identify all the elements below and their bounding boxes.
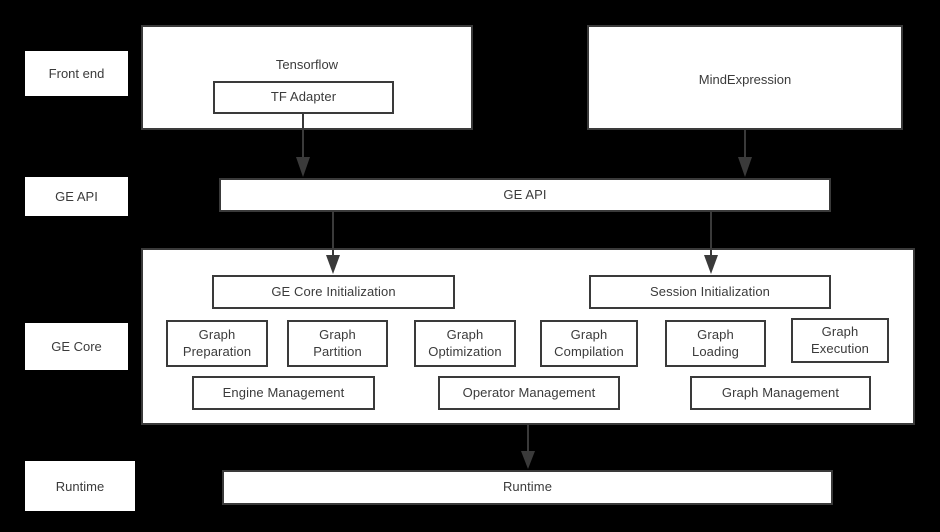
layer-label-ge-api-text: GE API xyxy=(55,189,98,204)
engine-management-box[interactable]: Engine Management xyxy=(192,376,375,410)
session-initialization-box[interactable]: Session Initialization xyxy=(589,275,831,309)
layer-label-ge-api: GE API xyxy=(25,177,128,216)
connector-ge-core-to-runtime xyxy=(521,425,535,469)
operator-management-box[interactable]: Operator Management xyxy=(438,376,620,410)
tf-adapter-label: TF Adapter xyxy=(270,89,337,105)
connector-ge-api-to-ge-core-init xyxy=(326,212,340,274)
layer-label-front-end-text: Front end xyxy=(48,66,105,81)
layer-label-runtime-text: Runtime xyxy=(55,478,105,494)
module-graph-compilation[interactable]: Graph Compilation xyxy=(540,320,638,367)
module-graph-optimization-line1: Graph xyxy=(446,327,484,343)
ge-api-bar-label: GE API xyxy=(503,186,547,202)
ge-core-initialization-box[interactable]: GE Core Initialization xyxy=(212,275,455,309)
layer-label-ge-core-text: GE Core xyxy=(51,339,102,354)
module-graph-optimization[interactable]: Graph Optimization xyxy=(414,320,516,367)
module-graph-preparation-line1: Graph xyxy=(198,327,236,343)
graph-management-box[interactable]: Graph Management xyxy=(690,376,871,410)
tf-adapter-box[interactable]: TF Adapter xyxy=(213,81,394,114)
module-graph-compilation-line2: Compilation xyxy=(554,343,624,359)
module-graph-compilation-line1: Graph xyxy=(570,327,608,343)
module-graph-execution-line2: Execution xyxy=(811,340,869,356)
connector-mindexpression-to-ge-api xyxy=(738,130,752,177)
layer-label-ge-core: GE Core xyxy=(25,323,128,370)
module-graph-partition[interactable]: Graph Partition xyxy=(287,320,388,367)
module-graph-loading-line2: Loading xyxy=(692,343,739,359)
module-graph-preparation[interactable]: Graph Preparation xyxy=(166,320,268,367)
ge-api-bar[interactable]: GE API xyxy=(219,178,831,212)
module-graph-execution-line1: Graph xyxy=(821,324,859,340)
module-graph-partition-line2: Partition xyxy=(313,343,362,359)
module-graph-optimization-line2: Optimization xyxy=(428,343,502,359)
module-graph-execution[interactable]: Graph Execution xyxy=(791,318,889,363)
engine-management-label: Engine Management xyxy=(222,384,345,400)
connector-ge-api-to-session-init xyxy=(704,212,718,274)
module-graph-loading[interactable]: Graph Loading xyxy=(665,320,766,367)
module-graph-preparation-line2: Preparation xyxy=(182,343,252,359)
operator-management-label: Operator Management xyxy=(462,384,596,400)
mindexpression-group: MindExpression xyxy=(587,25,903,130)
graph-management-label: Graph Management xyxy=(721,384,840,400)
module-graph-partition-line1: Graph xyxy=(319,327,356,343)
tensorflow-group-title: Tensorflow xyxy=(275,57,339,72)
connector-tf-adapter-to-ge-api xyxy=(296,114,310,177)
layer-label-runtime: Runtime xyxy=(25,461,135,511)
session-initialization-label: Session Initialization xyxy=(650,283,770,299)
mindexpression-group-title: MindExpression xyxy=(698,72,792,87)
module-graph-loading-line1: Graph xyxy=(697,327,734,343)
runtime-bar-label: Runtime xyxy=(502,479,553,495)
runtime-bar[interactable]: Runtime xyxy=(222,470,833,505)
ge-core-initialization-label: GE Core Initialization xyxy=(271,283,396,299)
layer-label-front-end: Front end xyxy=(25,51,128,96)
